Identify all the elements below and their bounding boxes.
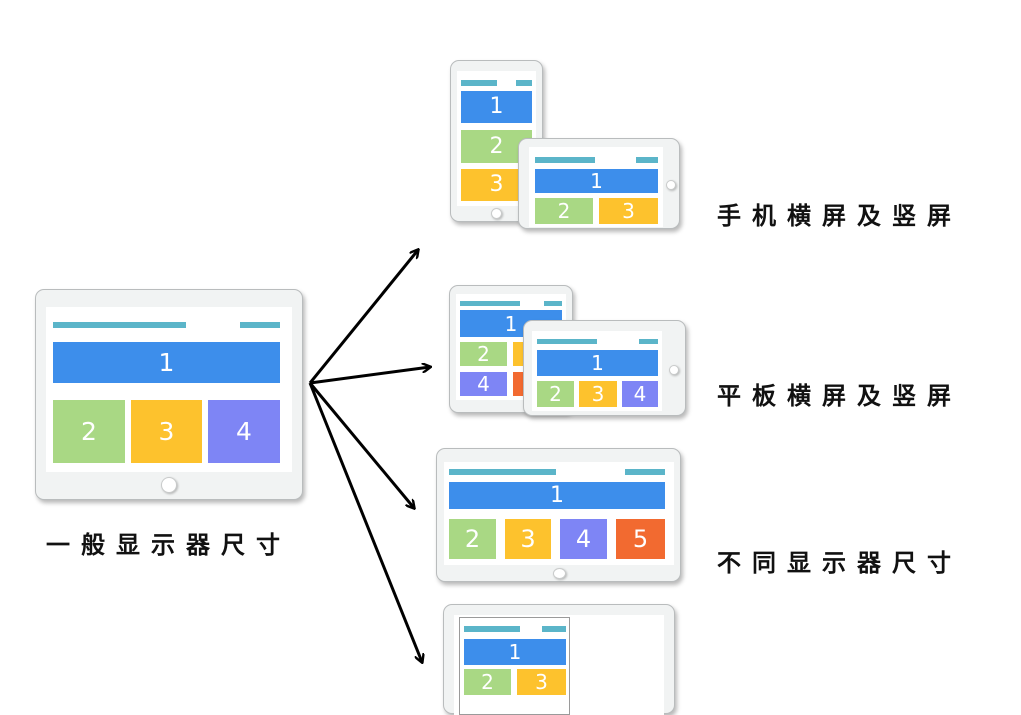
tile-4: 4 xyxy=(208,400,280,463)
tile-2: 2 xyxy=(537,381,574,407)
phone-landscape-device: 1 2 3 xyxy=(518,138,680,229)
home-button xyxy=(553,568,566,579)
wide-display-screen: 1 2 3 4 5 xyxy=(444,462,674,565)
tile-3: 3 xyxy=(131,400,202,463)
tile-1: 1 xyxy=(537,350,658,376)
wide-display-device: 1 2 3 4 5 xyxy=(436,448,681,582)
bottom-device: 1 2 3 xyxy=(443,604,675,715)
home-button xyxy=(161,477,177,493)
tile-2: 2 xyxy=(464,669,511,695)
tile-3: 3 xyxy=(599,198,658,224)
header-bar-right xyxy=(636,157,658,163)
tablet-landscape-screen: 1 2 3 4 xyxy=(532,331,662,411)
header-bar-right xyxy=(516,80,532,86)
tile-2: 2 xyxy=(53,400,125,463)
bottom-screen: 1 2 3 xyxy=(454,615,664,715)
header-bar xyxy=(537,339,597,344)
phone-landscape-screen: 1 2 3 xyxy=(529,147,663,227)
header-bar-right xyxy=(625,469,665,475)
header-bar xyxy=(461,80,497,86)
home-button xyxy=(491,208,502,219)
header-bar-right xyxy=(639,339,658,344)
caption-different: 不同显示器尺寸 xyxy=(717,549,962,577)
header-bar xyxy=(464,626,520,632)
inner-window: 1 2 3 xyxy=(459,617,570,715)
home-button xyxy=(669,365,679,375)
tile-2: 2 xyxy=(535,198,593,224)
arrow-to-phone xyxy=(308,250,418,384)
tile-1: 1 xyxy=(535,169,658,193)
caption-tablet: 平板横屏及竖屏 xyxy=(717,382,962,410)
tablet-landscape-device: 1 2 3 4 xyxy=(523,320,686,416)
tile-3: 3 xyxy=(505,519,551,559)
arrows-layer xyxy=(308,0,1021,694)
arrow-to-tablet xyxy=(309,367,430,385)
header-bar xyxy=(53,322,186,328)
caption-general: 一般显示器尺寸 xyxy=(46,531,291,559)
header-bar-right xyxy=(542,626,566,632)
header-bar xyxy=(449,469,556,475)
main-device: 1 2 3 4 xyxy=(35,289,303,500)
tile-4: 4 xyxy=(460,372,507,396)
tile-2: 2 xyxy=(449,519,496,559)
header-bar-right xyxy=(544,301,562,306)
tile-3: 3 xyxy=(517,669,566,695)
tile-5: 5 xyxy=(616,519,665,559)
tile-2: 2 xyxy=(460,342,507,366)
header-bar xyxy=(460,301,520,306)
tile-4: 4 xyxy=(560,519,607,559)
arrow-to-wide xyxy=(308,382,414,508)
caption-phone: 手机横屏及竖屏 xyxy=(717,202,962,230)
tile-1: 1 xyxy=(461,91,532,123)
header-bar xyxy=(535,157,595,163)
tile-4: 4 xyxy=(622,381,658,407)
arrow-to-bottom xyxy=(308,382,422,662)
tile-1: 1 xyxy=(464,639,566,665)
tile-1: 1 xyxy=(53,342,280,383)
tile-3: 3 xyxy=(579,381,617,407)
main-screen: 1 2 3 4 xyxy=(46,307,292,472)
header-bar-right xyxy=(240,322,280,328)
tile-1: 1 xyxy=(449,482,665,509)
home-button xyxy=(666,180,676,190)
